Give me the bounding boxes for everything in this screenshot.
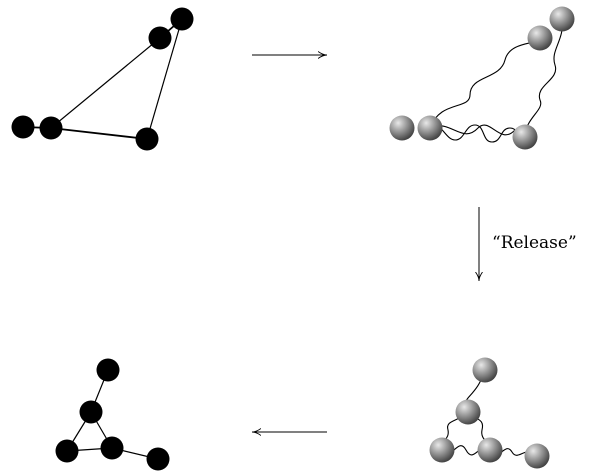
node (148, 26, 172, 50)
node (135, 127, 159, 151)
spring-edge (429, 124, 516, 136)
spring-edge (524, 18, 563, 138)
node (39, 116, 63, 140)
sphere-node (512, 124, 538, 150)
node (79, 400, 103, 424)
release-label: “Release” (492, 233, 577, 253)
sphere-node (524, 443, 550, 469)
node (146, 447, 170, 471)
edge (50, 127, 148, 140)
sphere-node (527, 25, 553, 51)
edge (50, 37, 161, 129)
node (96, 358, 120, 382)
sphere-node (389, 115, 415, 141)
sphere-node (429, 437, 455, 463)
sphere-node (472, 357, 498, 383)
node (11, 115, 35, 139)
sphere-node (549, 6, 575, 32)
spring-edge (429, 37, 541, 129)
graph-top-right (389, 6, 575, 150)
graph-bottom-left (55, 358, 170, 471)
node (170, 7, 194, 31)
graph-bottom-right (429, 357, 550, 469)
sphere-node (455, 399, 481, 425)
node (100, 436, 124, 460)
spring-edge (429, 124, 526, 143)
edge (146, 18, 183, 140)
graph-top-left (11, 7, 194, 151)
sphere-node (477, 437, 503, 463)
sphere-node (417, 115, 443, 141)
node (55, 439, 79, 463)
